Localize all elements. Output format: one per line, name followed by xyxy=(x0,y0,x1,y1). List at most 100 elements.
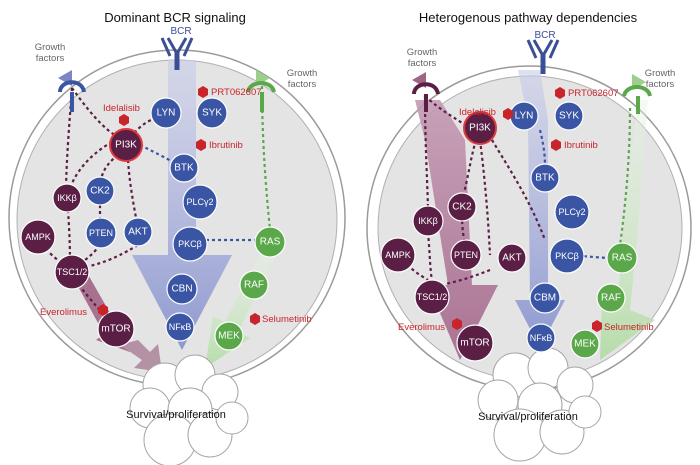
svg-text:LYN: LYN xyxy=(157,108,176,119)
node-pkcb: PKCβ xyxy=(549,238,585,274)
node-ck2: CK2 xyxy=(85,176,115,206)
svg-text:RAS: RAS xyxy=(260,237,281,248)
growth-left-label-2: factors xyxy=(36,53,65,64)
node-ikkb: IKKβ xyxy=(52,183,82,213)
svg-text:AMPK: AMPK xyxy=(385,250,411,260)
drug-hexagon-icon xyxy=(555,87,565,99)
panel-left-title: Dominant BCR signaling xyxy=(104,10,246,25)
bcr-receptor-icon xyxy=(526,39,560,74)
panel-left: Dominant BCR signaling xyxy=(8,10,346,465)
drug-hexagon-icon xyxy=(592,320,602,332)
outcome-label: Survival/proliferation xyxy=(126,409,226,421)
panel-right-title: Heterogenous pathway dependencies xyxy=(419,10,638,25)
svg-text:SYK: SYK xyxy=(559,111,579,122)
node-ikkb: IKKβ xyxy=(412,205,444,237)
drugs-right: PRT062607 Idelalisib Ibrutinib Everolimu… xyxy=(398,87,654,333)
node-lyn: LYN xyxy=(509,101,539,131)
drug-selumetinib: Selumetinib xyxy=(604,322,654,333)
node-akt: AKT xyxy=(123,217,153,247)
drug-prt062607: PRT062607 xyxy=(211,87,262,98)
svg-text:PKCβ: PKCβ xyxy=(555,251,579,261)
drug-ibrutinib: Ibrutinib xyxy=(209,140,243,151)
node-tsc: TSC1/2 xyxy=(54,254,90,290)
panel-right: Heterogenous pathway dependencies xyxy=(366,10,692,462)
drug-hexagon-icon xyxy=(551,139,561,151)
svg-text:RAF: RAF xyxy=(244,280,264,291)
svg-text:PLCγ2: PLCγ2 xyxy=(186,197,213,207)
survival-bubbles xyxy=(129,354,249,465)
svg-text:NFκB: NFκB xyxy=(169,322,192,332)
svg-text:PI3K: PI3K xyxy=(115,140,137,151)
drug-hexagon-icon xyxy=(196,139,206,151)
drug-hexagon-icon xyxy=(198,86,208,98)
svg-text:AKT: AKT xyxy=(128,227,147,238)
node-cbm: CBM xyxy=(529,282,561,314)
svg-text:AMPK: AMPK xyxy=(25,232,51,242)
node-lyn: LYN xyxy=(150,97,182,129)
svg-text:LYN: LYN xyxy=(515,111,534,122)
svg-text:MEK: MEK xyxy=(218,331,240,342)
node-plcg2: PLCγ2 xyxy=(182,184,218,220)
node-ras: RAS xyxy=(254,226,286,258)
svg-text:AKT: AKT xyxy=(502,253,521,264)
node-cbn: CBN xyxy=(166,273,198,305)
svg-text:BTK: BTK xyxy=(535,173,555,184)
growth-left-label-1: Growth xyxy=(35,42,66,53)
svg-text:CK2: CK2 xyxy=(90,186,110,197)
node-plcg2: PLCγ2 xyxy=(554,194,590,230)
node-ampk: AMPK xyxy=(380,237,416,273)
drug-everolimus: Everolimus xyxy=(40,307,87,318)
svg-text:TSC1/2: TSC1/2 xyxy=(417,292,448,302)
node-pten: PTEN xyxy=(85,217,117,249)
drug-idelalisib: Idelalisib xyxy=(103,103,140,114)
svg-text:NFκB: NFκB xyxy=(530,333,553,343)
svg-text:RAF: RAF xyxy=(601,293,621,304)
node-akt: AKT xyxy=(497,243,527,273)
growth-left-label-2: factors xyxy=(408,58,437,69)
bcr-signal-arrow xyxy=(132,60,232,350)
node-tsc: TSC1/2 xyxy=(414,279,450,315)
drugs-left: PRT062607 Idelalisib Ibrutinib Everolimu… xyxy=(40,86,312,325)
node-pten: PTEN xyxy=(450,239,482,271)
svg-text:PTEN: PTEN xyxy=(454,250,478,260)
node-nfkb: NFκB xyxy=(165,312,195,342)
growth-receptor-right-icon xyxy=(246,70,276,112)
drug-hexagon-icon xyxy=(503,108,513,120)
node-ampk: AMPK xyxy=(20,219,56,255)
mtor-survival-arrow xyxy=(120,340,162,372)
svg-text:CBM: CBM xyxy=(534,293,556,304)
node-raf: RAF xyxy=(239,270,269,300)
node-mek: MEK xyxy=(570,329,600,359)
nodes-right: LYN SYK PI3K BTK IKKβ CK2 PLCγ2 PTEN AKT… xyxy=(380,101,638,362)
bcr-label: BCR xyxy=(534,30,555,41)
bcr-receptor-icon xyxy=(160,37,194,70)
node-ras: RAS xyxy=(606,242,638,274)
drug-ibrutinib: Ibrutinib xyxy=(564,140,598,151)
node-raf: RAF xyxy=(596,283,626,313)
nodes-left: LYN SYK PI3K BTK IKKβ CK2 PLCγ2 PTEN AKT… xyxy=(20,97,286,351)
node-ck2: CK2 xyxy=(447,192,477,222)
growth-right-label-1: Growth xyxy=(645,68,676,79)
svg-text:SYK: SYK xyxy=(202,108,222,119)
drug-everolimus: Everolimus xyxy=(398,322,445,333)
node-syk: SYK xyxy=(196,97,228,129)
svg-text:CK2: CK2 xyxy=(452,202,472,213)
growth-right-label-2: factors xyxy=(288,79,317,90)
node-pi3k: PI3K xyxy=(109,128,143,162)
growth-left-label-1: Growth xyxy=(407,47,438,58)
drug-selumetinib: Selumetinib xyxy=(262,314,312,325)
outcome-label: Survival/proliferation xyxy=(478,411,578,423)
node-btk: BTK xyxy=(169,153,199,183)
growth-receptor-left-icon xyxy=(58,70,86,112)
growth-receptor-left-icon xyxy=(412,72,440,112)
drug-hexagon-icon xyxy=(250,313,260,325)
drug-prt062607: PRT062607 xyxy=(568,88,619,99)
svg-text:CBN: CBN xyxy=(171,284,192,295)
bcr-signal-arrow xyxy=(515,70,565,348)
node-syk: SYK xyxy=(554,101,584,131)
node-nfkb: NFκB xyxy=(526,323,556,353)
node-mtor: mTOR xyxy=(97,310,135,348)
svg-text:PI3K: PI3K xyxy=(469,123,491,134)
